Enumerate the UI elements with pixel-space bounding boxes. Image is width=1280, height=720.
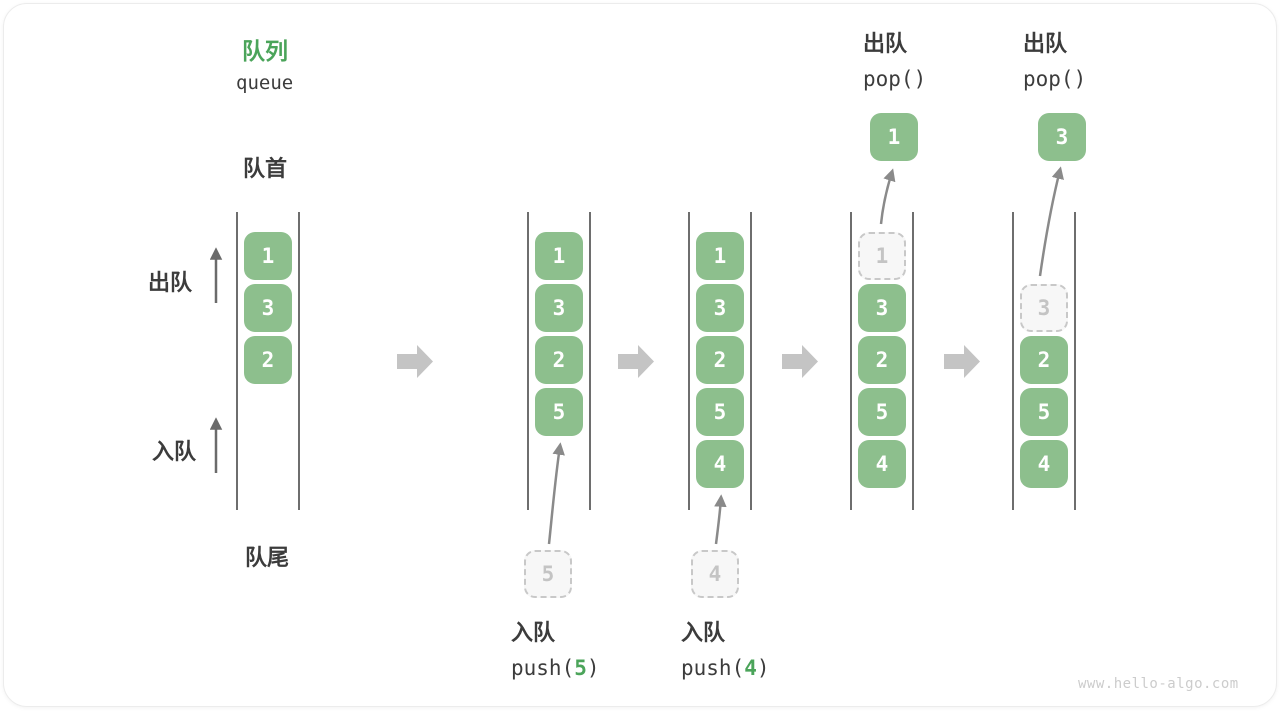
watermark: www.hello-algo.com: [1078, 676, 1239, 692]
queue-item-box: 4: [1020, 440, 1068, 488]
dequeue-side-label: 出队: [148, 271, 193, 296]
queue-item-ghost: 3: [1020, 284, 1068, 332]
queue-item-box: 2: [1020, 336, 1068, 384]
queue-rear-label: 队尾: [245, 546, 290, 571]
diagram-title-en: queue: [236, 72, 294, 94]
popped-item-box: 1: [870, 113, 918, 161]
queue-item-box: 1: [535, 232, 583, 280]
queue-front-label: 队首: [243, 157, 288, 182]
op-label-code: pop(): [863, 67, 927, 91]
queue-item-box: 2: [696, 336, 744, 384]
queue-item-box: 5: [858, 388, 906, 436]
diagram-card: [3, 3, 1277, 707]
enqueue-op-label: 入队 push(5): [511, 617, 600, 685]
queue-item-box: 3: [244, 284, 292, 332]
queue-item-box: 5: [1020, 388, 1068, 436]
queue-item-box: 3: [858, 284, 906, 332]
queue-item-box: 2: [244, 336, 292, 384]
queue-item-box: 1: [696, 232, 744, 280]
diagram-title-zh: 队列: [242, 39, 288, 65]
queue-item-box: 1: [244, 232, 292, 280]
queue-item-ghost: 1: [858, 232, 906, 280]
queue-item-box: 3: [696, 284, 744, 332]
queue-item-box: 2: [535, 336, 583, 384]
op-label-zh: 出队: [1023, 32, 1068, 57]
staged-push-box: 5: [524, 550, 572, 598]
queue-item-box: 5: [696, 388, 744, 436]
dequeue-op-label: 出队 pop(): [863, 28, 926, 96]
op-label-zh: 入队: [511, 621, 556, 646]
op-label-zh: 入队: [681, 621, 726, 646]
op-label-zh: 出队: [863, 32, 908, 57]
op-label-code: pop(): [1023, 67, 1087, 91]
queue-item-box: 4: [696, 440, 744, 488]
op-arg-value: 5: [574, 656, 587, 680]
staged-push-box: 4: [691, 550, 739, 598]
op-label-code: push(5): [511, 656, 600, 680]
enqueue-side-label: 入队: [152, 440, 197, 465]
op-arg-value: 4: [744, 656, 757, 680]
op-label-code: push(4): [681, 656, 770, 680]
popped-item-box: 3: [1038, 113, 1086, 161]
queue-item-box: 2: [858, 336, 906, 384]
queue-item-box: 3: [535, 284, 583, 332]
enqueue-op-label: 入队 push(4): [681, 617, 770, 685]
queue-item-box: 5: [535, 388, 583, 436]
queue-item-box: 4: [858, 440, 906, 488]
dequeue-op-label: 出队 pop(): [1023, 28, 1086, 96]
